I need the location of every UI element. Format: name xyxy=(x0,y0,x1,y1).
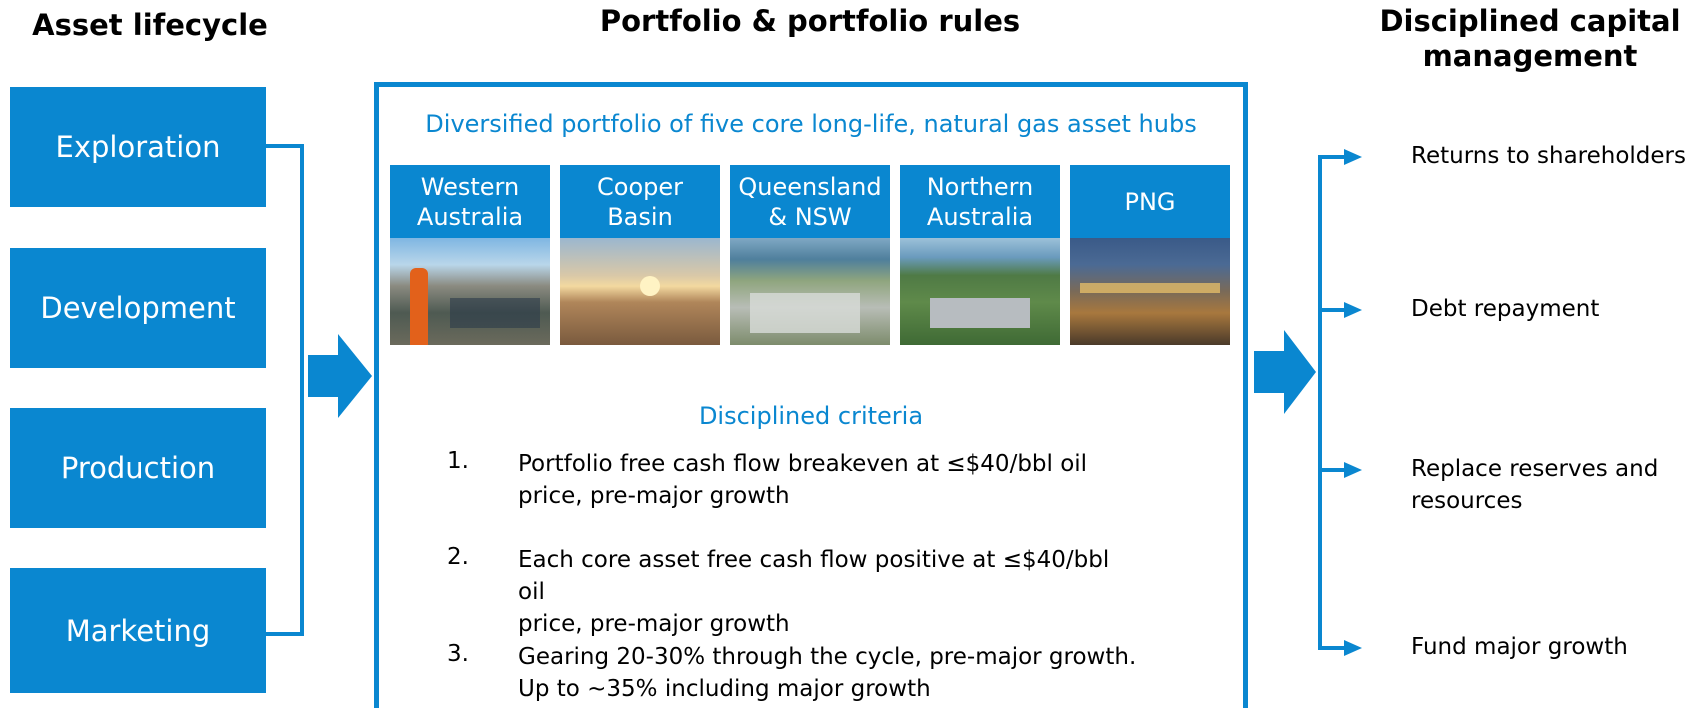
hub-label-line1: Queensland xyxy=(738,172,882,201)
outcome-debt: Debt repayment xyxy=(1411,296,1600,322)
portfolio-subtitle: Diversified portfolio of five core long-… xyxy=(425,110,1197,138)
criteria-number: 3. xyxy=(447,641,469,667)
arrow-right-icon xyxy=(1254,330,1316,414)
hub-photo xyxy=(560,238,720,345)
hub-label-line2: Basin xyxy=(607,202,673,231)
outcome-reserves: Replace reserves and resources xyxy=(1411,453,1658,517)
criteria-line2: price, pre-major growth xyxy=(518,483,790,510)
stage-development: Development xyxy=(10,248,266,368)
hub-label: PNG xyxy=(1070,165,1230,238)
criteria-number: 1. xyxy=(447,448,469,474)
criteria-line1: Gearing 20-30% through the cycle, pre-ma… xyxy=(518,644,1137,670)
portfolio-frame xyxy=(374,82,1248,708)
hub-photo xyxy=(390,238,550,345)
hub-label-line2: & NSW xyxy=(768,202,852,231)
hub-label-line2: Australia xyxy=(416,202,524,231)
outcome-line2: resources xyxy=(1411,488,1523,515)
arrow-right-icon xyxy=(308,334,372,418)
arrowhead-icon xyxy=(1344,149,1362,165)
hub-label-line1: Western xyxy=(420,172,520,201)
stage-marketing: Marketing xyxy=(10,568,266,693)
stage-exploration: Exploration xyxy=(10,87,266,207)
arrowhead-icon xyxy=(1344,302,1362,318)
hub-photo xyxy=(1070,238,1230,345)
hub-queensland-nsw: Queensland& NSW xyxy=(730,165,890,345)
stage-production: Production xyxy=(10,408,266,528)
arrowhead-icon xyxy=(1344,462,1362,478)
capital-heading-line2: management xyxy=(1422,38,1638,73)
criteria-item: Gearing 20-30% through the cycle, pre-ma… xyxy=(518,641,1138,705)
outcome-growth: Fund major growth xyxy=(1411,634,1628,660)
hub-label-line2: Australia xyxy=(926,202,1034,231)
capital-management-heading: Disciplined capital management xyxy=(1360,4,1700,74)
criteria-title: Disciplined criteria xyxy=(698,402,924,430)
criteria-line2: price, pre-major growth xyxy=(518,611,790,638)
capital-heading-line1: Disciplined capital xyxy=(1379,4,1681,38)
criteria-number: 2. xyxy=(447,544,469,570)
hub-png: PNG xyxy=(1070,165,1230,345)
hub-label: Queensland& NSW xyxy=(730,165,890,238)
arrowhead-icon xyxy=(1344,640,1362,656)
portfolio-heading: Portfolio & portfolio rules xyxy=(599,4,1021,38)
criteria-line2: Up to ~35% including major growth xyxy=(518,676,931,703)
hub-photo xyxy=(730,238,890,345)
criteria-line1: Each core asset free cash flow positive … xyxy=(518,547,1110,606)
hub-label-line1: PNG xyxy=(1124,187,1176,216)
hub-photo xyxy=(900,238,1060,345)
outcome-returns: Returns to shareholders xyxy=(1411,143,1687,169)
criteria-item: Each core asset free cash flow positive … xyxy=(518,544,1138,641)
criteria-item: Portfolio free cash flow breakeven at ≤$… xyxy=(518,448,1138,512)
hub-label-line1: Northern xyxy=(926,172,1034,201)
criteria-line1: Portfolio free cash flow breakeven at ≤$… xyxy=(518,451,1088,477)
outcome-line1: Replace reserves and xyxy=(1411,456,1659,482)
hub-label-line1: Cooper xyxy=(597,172,683,201)
asset-lifecycle-heading: Asset lifecycle xyxy=(32,8,268,42)
